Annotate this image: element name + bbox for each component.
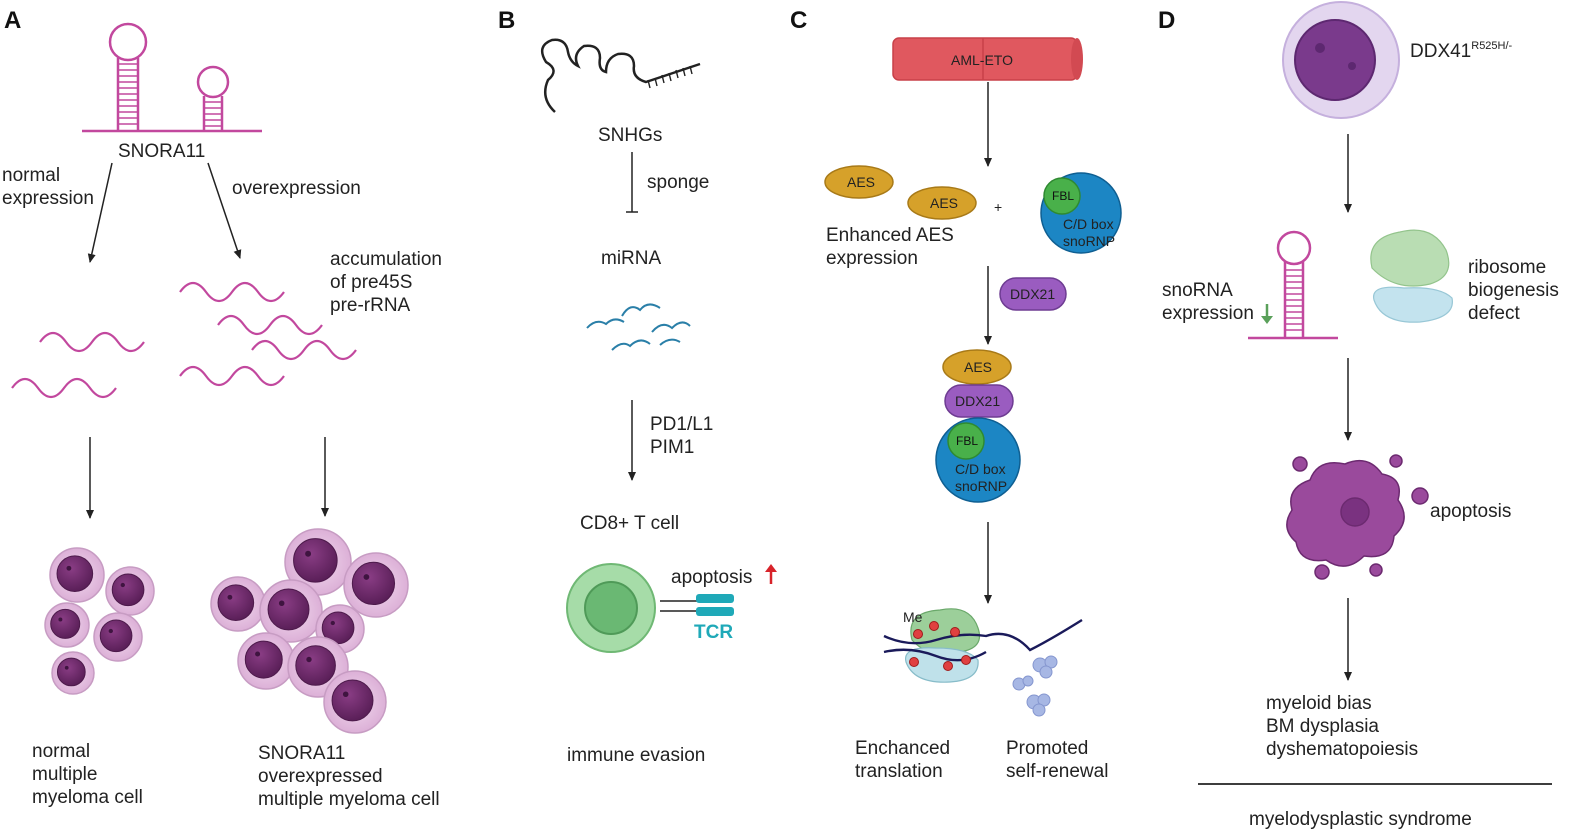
- cd-box-label-top-1: C/D box: [1063, 216, 1114, 232]
- aes-label-2: AES: [930, 195, 958, 211]
- myeloma-cell-icon: [44, 602, 90, 648]
- mds-label: myelodysplastic syndrome: [1249, 809, 1472, 830]
- arrow-down-icon: [1261, 304, 1273, 324]
- normal-result-label-2: multiple: [32, 764, 97, 785]
- snhg-structure-icon: [540, 38, 701, 113]
- methyl-label: Me: [903, 609, 923, 625]
- enhanced-aes-label-2: expression: [826, 248, 918, 269]
- snornp-complex-icon-top: [1040, 172, 1122, 254]
- pim1-label: PIM1: [650, 437, 694, 458]
- cd-box-label-top-2: snoRNP: [1063, 233, 1115, 249]
- myeloma-cell-icon: [259, 579, 323, 643]
- overexpression-label: overexpression: [232, 178, 361, 199]
- panel-a-letter: A: [4, 7, 21, 34]
- enhanced-aes-label-1: Enhanced AES: [826, 225, 954, 246]
- apoptotic-cell-icon: [1286, 454, 1429, 580]
- normal-result-label-1: normal: [32, 741, 90, 762]
- arrow-up-icon: [765, 564, 777, 584]
- normal-myeloma-cells: [44, 547, 155, 695]
- over-result-label-1: SNORA11: [258, 743, 345, 764]
- snorna-label-2: expression: [1162, 303, 1254, 324]
- panel-d-letter: D: [1158, 7, 1175, 34]
- accumulation-label-3: pre-rRNA: [330, 295, 411, 316]
- over-result-label-3: multiple myeloma cell: [258, 789, 440, 810]
- plus-sign: +: [994, 199, 1002, 215]
- aes-oval-2: [907, 186, 977, 220]
- ddx41-label: DDX41R525H/-: [1410, 40, 1513, 62]
- self-renewal-label-2: self-renewal: [1006, 761, 1108, 782]
- myeloma-cell-icon: [49, 547, 105, 603]
- snora11-structure-icon: [82, 22, 262, 133]
- translation-label-1: Enchanced: [855, 738, 950, 759]
- arrow-normal: [87, 162, 113, 263]
- fbl-label-top: FBL: [1052, 189, 1074, 203]
- t-cell-icon: [566, 563, 734, 653]
- myeloma-cell-icon: [51, 651, 95, 695]
- apoptosis-d-label: apoptosis: [1430, 501, 1511, 522]
- result-label-3: dyshematopoiesis: [1266, 739, 1418, 760]
- aes-oval-1: [824, 165, 894, 199]
- translation-label-2: translation: [855, 761, 943, 782]
- mirna-icon: [586, 303, 691, 351]
- snhgs-label: SNHGs: [598, 125, 662, 146]
- aml-eto-fusion-icon: [892, 37, 1083, 81]
- normal-expression-label-1: normal: [2, 165, 60, 186]
- cd8-label: CD8+ T cell: [580, 513, 679, 534]
- ribosome-label-1: ribosome: [1468, 257, 1546, 278]
- aes-label-stack: AES: [964, 359, 992, 375]
- arrow-overexpression: [207, 162, 242, 259]
- snora11-label: SNORA11: [118, 141, 205, 162]
- overexpressed-myeloma-cells: [210, 528, 409, 734]
- panel-b: B SNHGs sponge miRNA PD1/L1 PIM1 CD8+ T …: [498, 7, 777, 766]
- tcr-label: TCR: [694, 622, 733, 643]
- snorna-hairpin-icon: [1248, 230, 1338, 340]
- panel-c: C AML-ETO AES AES + Enhanced AES express…: [790, 7, 1122, 782]
- aml-eto-label: AML-ETO: [951, 52, 1013, 68]
- ddx41-cell-icon: [1282, 1, 1400, 119]
- myeloma-cell-icon: [93, 612, 143, 662]
- over-result-label-2: overexpressed: [258, 766, 383, 787]
- aes-label-1: AES: [847, 174, 875, 190]
- panel-d: D DDX41R525H/- snoRNA expression: [1158, 1, 1559, 830]
- ddx21-label-stack: DDX21: [955, 393, 1000, 409]
- ddx21-label-side: DDX21: [1010, 286, 1055, 302]
- cd-box-label-stack-1: C/D box: [955, 461, 1006, 477]
- ribosome-translation-icon: [883, 608, 1083, 683]
- myeloma-cell-icon: [237, 632, 295, 690]
- accumulation-label-1: accumulation: [330, 249, 442, 270]
- immune-evasion-label: immune evasion: [567, 745, 705, 766]
- apoptosis-b-label: apoptosis: [671, 567, 752, 588]
- pd1-label: PD1/L1: [650, 414, 713, 435]
- accumulation-label-2: of pre45S: [330, 272, 412, 293]
- pre-rrna-waves: [11, 281, 357, 399]
- self-renewal-label-1: Promoted: [1006, 738, 1088, 759]
- ribosome-label-3: defect: [1468, 303, 1520, 324]
- normal-result-label-3: myeloma cell: [32, 787, 143, 808]
- myeloma-cell-icon: [284, 528, 352, 596]
- cd-box-label-stack-2: snoRNP: [955, 478, 1007, 494]
- myeloma-cell-icon: [105, 566, 155, 616]
- stacked-complex-icon: [935, 349, 1021, 503]
- normal-expression-label-2: expression: [2, 188, 94, 209]
- fbl-label-stack: FBL: [956, 434, 978, 448]
- protein-cluster-icon: [1012, 655, 1058, 717]
- snorna-label-1: snoRNA: [1162, 280, 1233, 301]
- ddx21-pill-side: [999, 277, 1067, 311]
- myeloma-cell-icon: [343, 552, 409, 618]
- ribosome-label-2: biogenesis: [1468, 280, 1559, 301]
- myeloma-cell-icon: [323, 670, 387, 734]
- myeloma-cell-icon: [210, 576, 266, 632]
- ribosome-icon: [1370, 229, 1453, 323]
- result-label-2: BM dysplasia: [1266, 716, 1379, 737]
- result-label-1: myeloid bias: [1266, 693, 1372, 714]
- panel-a: A SNORA11 normal: [2, 7, 442, 810]
- panel-c-letter: C: [790, 7, 807, 34]
- mirna-label: miRNA: [601, 248, 661, 269]
- panel-b-letter: B: [498, 7, 515, 34]
- sponge-label: sponge: [647, 172, 709, 193]
